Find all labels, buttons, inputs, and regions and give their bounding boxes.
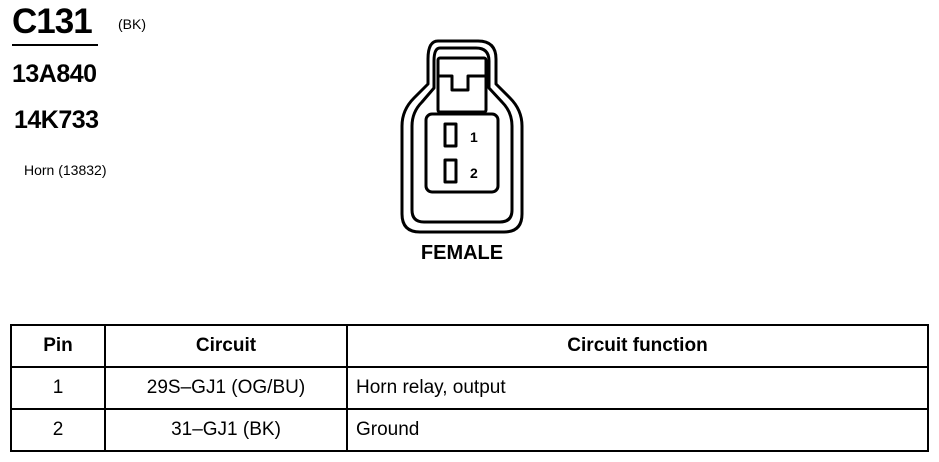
housing-outer-outline xyxy=(400,39,524,234)
cell-pin: 1 xyxy=(10,366,106,410)
cell-circuit: 31–GJ1 (BK) xyxy=(104,408,348,452)
locking-tab-notch xyxy=(438,74,486,92)
connector-id: C131 xyxy=(12,2,98,46)
cell-circuit: 29S–GJ1 (OG/BU) xyxy=(104,366,348,410)
connector-face-diagram: 1 2 xyxy=(400,39,524,234)
cell-pin: 2 xyxy=(10,408,106,452)
pinout-table: Pin Circuit Circuit function 1 29S–GJ1 (… xyxy=(10,324,929,452)
connector-view-label: FEMALE xyxy=(420,242,504,264)
header-pin: Pin xyxy=(10,324,106,368)
component-label: Horn (13832) xyxy=(24,162,107,178)
locking-tab xyxy=(436,56,488,114)
pin-cavity-block xyxy=(424,112,500,194)
housing-inner-outline xyxy=(410,46,514,224)
terminal-slot-2 xyxy=(443,158,458,184)
pin-label-1: 1 xyxy=(470,129,478,145)
table-row: 1 29S–GJ1 (OG/BU) Horn relay, output xyxy=(10,366,929,410)
part-number-2: 14K733 xyxy=(14,106,99,134)
cell-function: Ground xyxy=(346,408,929,452)
part-number-1: 13A840 xyxy=(12,60,97,88)
connector-color-code: (BK) xyxy=(118,16,146,32)
pin-label-2: 2 xyxy=(470,165,478,181)
cell-function: Horn relay, output xyxy=(346,366,929,410)
table-row: 2 31–GJ1 (BK) Ground xyxy=(10,408,929,452)
header-circuit: Circuit xyxy=(104,324,348,368)
table-header-row: Pin Circuit Circuit function xyxy=(10,324,929,368)
terminal-slot-1 xyxy=(443,122,458,148)
header-circuit-function: Circuit function xyxy=(346,324,929,368)
